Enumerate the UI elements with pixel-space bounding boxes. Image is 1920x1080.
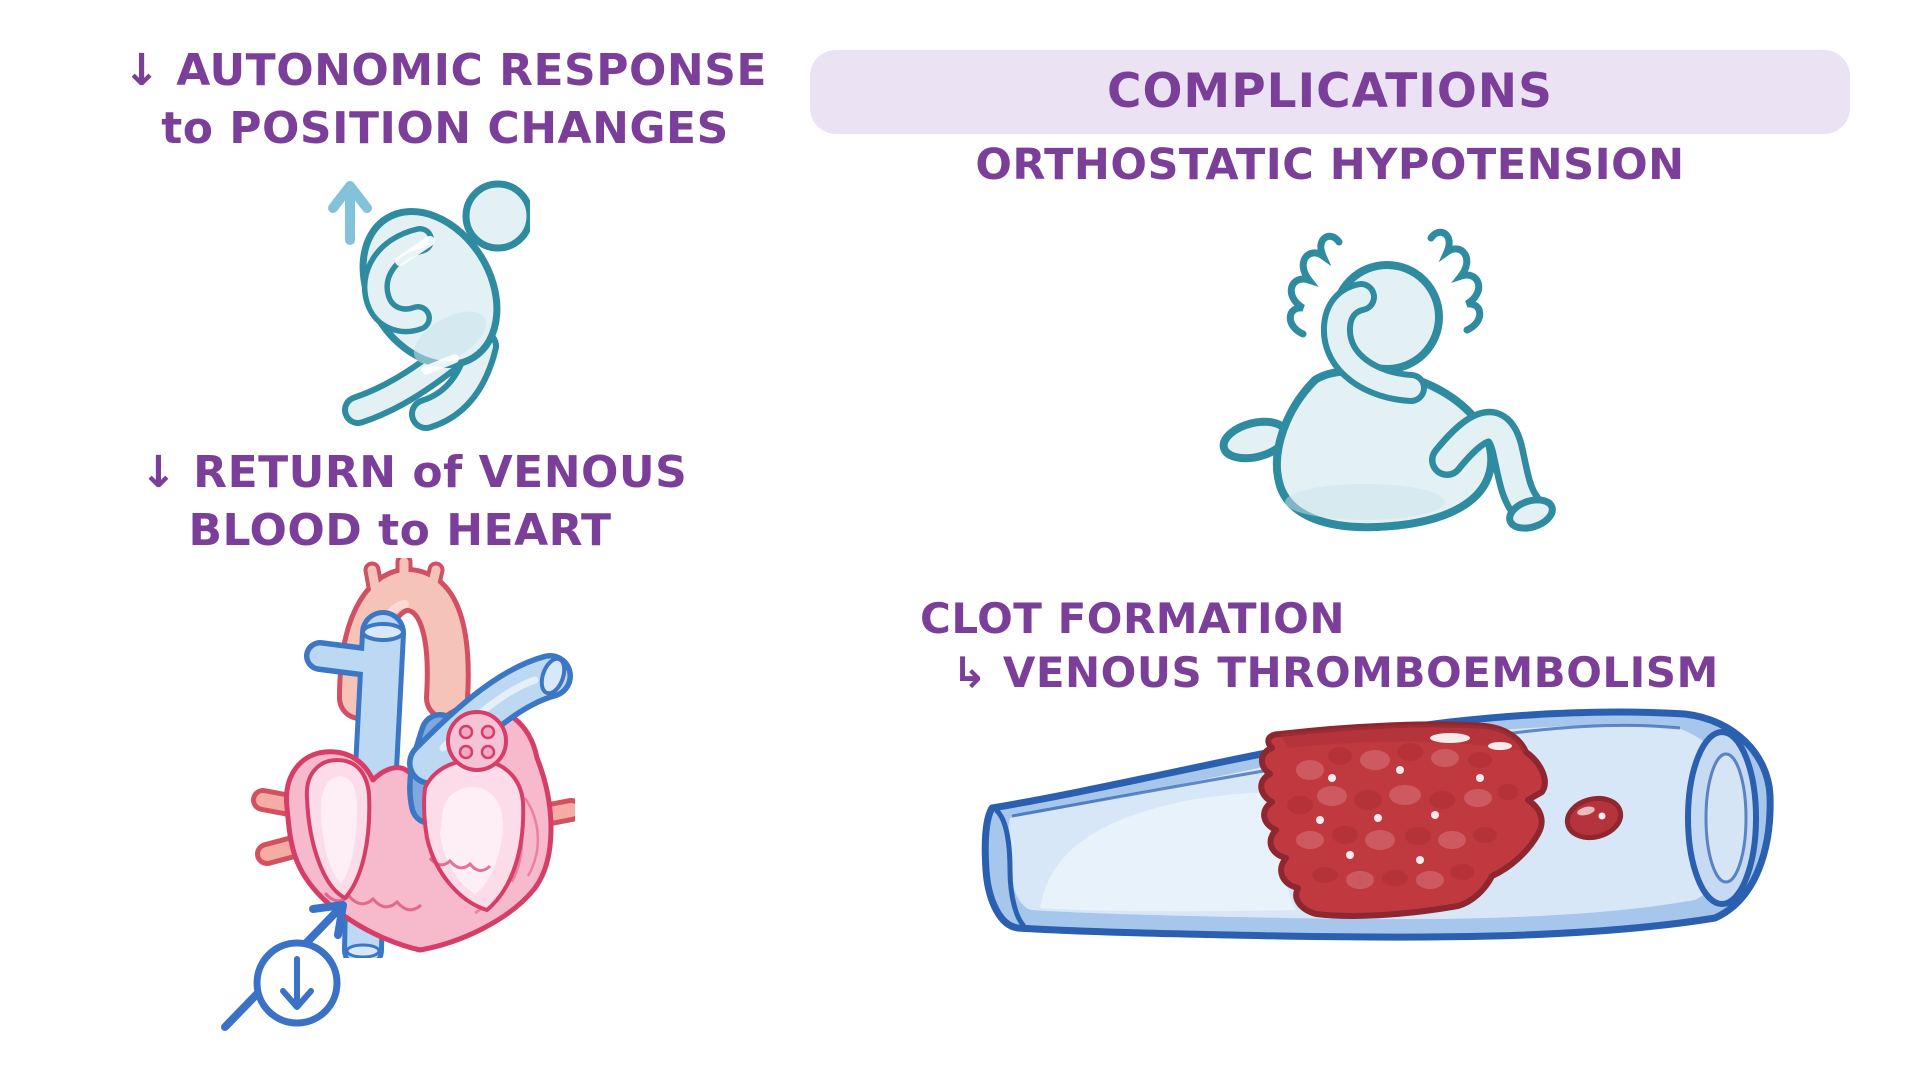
torso-shade xyxy=(413,311,487,365)
blood-vessel-clot-illustration xyxy=(980,700,1785,945)
vessel-left-rim xyxy=(994,808,1026,928)
heart-illustration xyxy=(225,558,575,958)
gauge-down-arrow-icon xyxy=(280,956,314,1010)
venous-return-line2: BLOOD to HEART xyxy=(188,505,612,556)
superior-vena-cava xyxy=(304,610,406,811)
rising-person-illustration xyxy=(300,148,530,433)
dizzy-person-right-leg xyxy=(1429,409,1556,532)
blood-vessel-clot-icon xyxy=(981,708,1774,941)
decreased-flow-gauge-icon xyxy=(221,901,347,1031)
orthostatic-hypotension-heading: ORTHOSTATIC HYPOTENSION xyxy=(975,140,1685,190)
decreased-flow-gauge xyxy=(195,885,380,1050)
clot-highlights xyxy=(1316,733,1512,864)
complications-banner: COMPLICATIONS xyxy=(810,50,1850,134)
body-shade xyxy=(1285,484,1445,520)
clot-platelet-blobs xyxy=(1287,743,1519,889)
autonomic-response-line1: ↓ AUTONOMIC RESPONSE xyxy=(123,45,767,96)
venous-return-line1: ↓ RETURN of VENOUS xyxy=(140,447,688,498)
dizzy-squiggle-right-icon xyxy=(1427,228,1484,334)
vessel-right-opening xyxy=(1685,729,1759,907)
dizzy-person-icon xyxy=(1219,228,1556,532)
dizzy-squiggle-left-icon xyxy=(1286,232,1343,338)
autonomic-response-heading: ↓ AUTONOMIC RESPONSE to POSITION CHANGES xyxy=(120,42,770,158)
thrombus xyxy=(1258,721,1548,919)
dizzy-person-illustration xyxy=(1215,222,1565,547)
dizzy-person-arm xyxy=(1321,281,1427,404)
venous-thromboembolism-heading: ↳ VENOUS THROMBOEMBOLISM xyxy=(952,648,1719,697)
embolus xyxy=(1564,795,1624,841)
person-arm xyxy=(361,226,434,335)
rising-person-icon xyxy=(328,180,530,431)
vessel-lumen-highlight xyxy=(1040,792,1298,912)
person-head xyxy=(462,180,530,252)
clot-formation-heading: CLOT FORMATION xyxy=(920,594,1345,643)
autonomic-response-line2: to POSITION CHANGES xyxy=(161,103,729,154)
flow-arrowhead xyxy=(309,901,347,939)
person-highlights xyxy=(395,235,460,375)
pulmonary-valve xyxy=(446,710,508,772)
trabeculae xyxy=(323,891,423,912)
left-heart-chamber xyxy=(304,757,372,901)
venous-return-heading: ↓ RETURN of VENOUS BLOOD to HEART xyxy=(140,444,688,560)
complications-banner-label: COMPLICATIONS xyxy=(1106,64,1553,119)
up-arrow-icon xyxy=(328,181,372,245)
heart-cross-section-icon xyxy=(251,558,575,958)
